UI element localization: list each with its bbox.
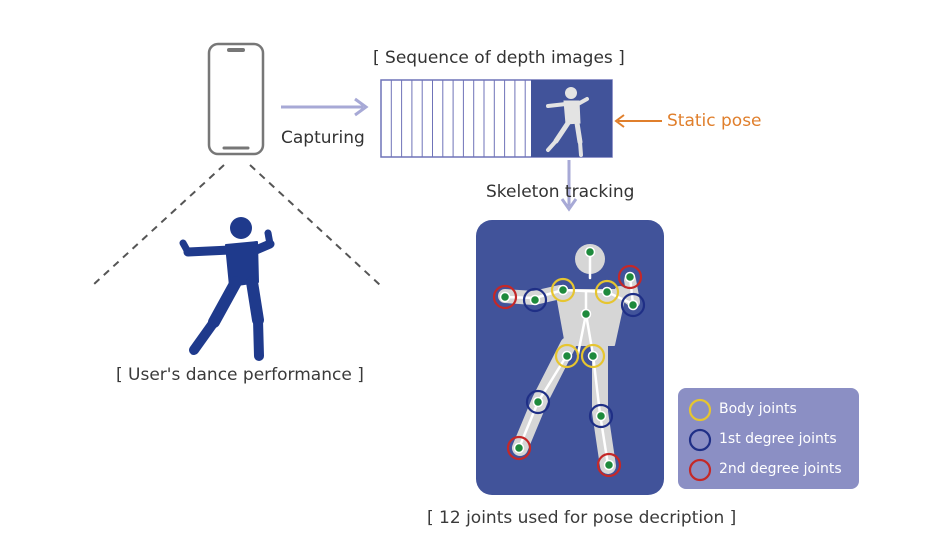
capturing-arrow <box>281 97 369 117</box>
smartphone-icon <box>207 42 265 156</box>
sequence-title: [ Sequence of depth images ] <box>373 48 625 68</box>
joint-ring-body <box>594 279 620 305</box>
joint-dot <box>627 299 639 311</box>
joint-ring-second <box>617 264 643 290</box>
joint-dot <box>557 284 569 296</box>
joint-markers <box>492 246 646 478</box>
joint-ring-second <box>492 284 518 310</box>
joint-dot <box>595 410 607 422</box>
joint-ring-body <box>580 343 606 369</box>
legend-second-degree: 2nd degree joints <box>719 461 842 477</box>
joint-ring-second <box>596 452 622 478</box>
legend-first-degree: 1st degree joints <box>719 431 837 447</box>
capturing-label: Capturing <box>281 128 365 148</box>
joint-dot <box>603 459 615 471</box>
legend-box <box>678 388 859 489</box>
joint-ring-first <box>522 287 548 313</box>
legend-ring <box>688 398 712 422</box>
joint-dot <box>499 291 511 303</box>
joint-dot <box>584 246 596 258</box>
joint-ring-first <box>620 292 646 318</box>
joints-caption: [ 12 joints used for pose decription ] <box>427 508 737 528</box>
joint-dot <box>532 396 544 408</box>
joint-dot <box>513 442 525 454</box>
joint-dot <box>529 294 541 306</box>
joint-dot <box>624 271 636 283</box>
joint-dot <box>601 286 613 298</box>
static-pose-arrow <box>614 114 662 128</box>
joint-ring-first <box>525 389 551 415</box>
depth-silhouette <box>546 87 589 157</box>
static-pose-label: Static pose <box>667 111 762 131</box>
user-caption: [ User's dance performance ] <box>116 365 364 385</box>
joint-ring-body <box>554 343 580 369</box>
legend-ring <box>688 428 712 452</box>
skeleton-tracking-label: Skeleton tracking <box>486 182 635 202</box>
joint-dot <box>587 350 599 362</box>
joint-ring-first <box>588 403 614 429</box>
dancer-figure <box>179 217 275 361</box>
legend-body-joints: Body joints <box>719 401 797 417</box>
tracking-arrow <box>560 160 578 212</box>
view-line-left <box>92 164 225 286</box>
joint-dot <box>580 308 592 320</box>
legend-ring <box>688 458 712 482</box>
joint-ring-body <box>550 277 576 303</box>
view-line-right <box>249 164 381 286</box>
joint-dot <box>561 350 573 362</box>
joint-ring-second <box>506 435 532 461</box>
legend-rings <box>688 398 712 482</box>
